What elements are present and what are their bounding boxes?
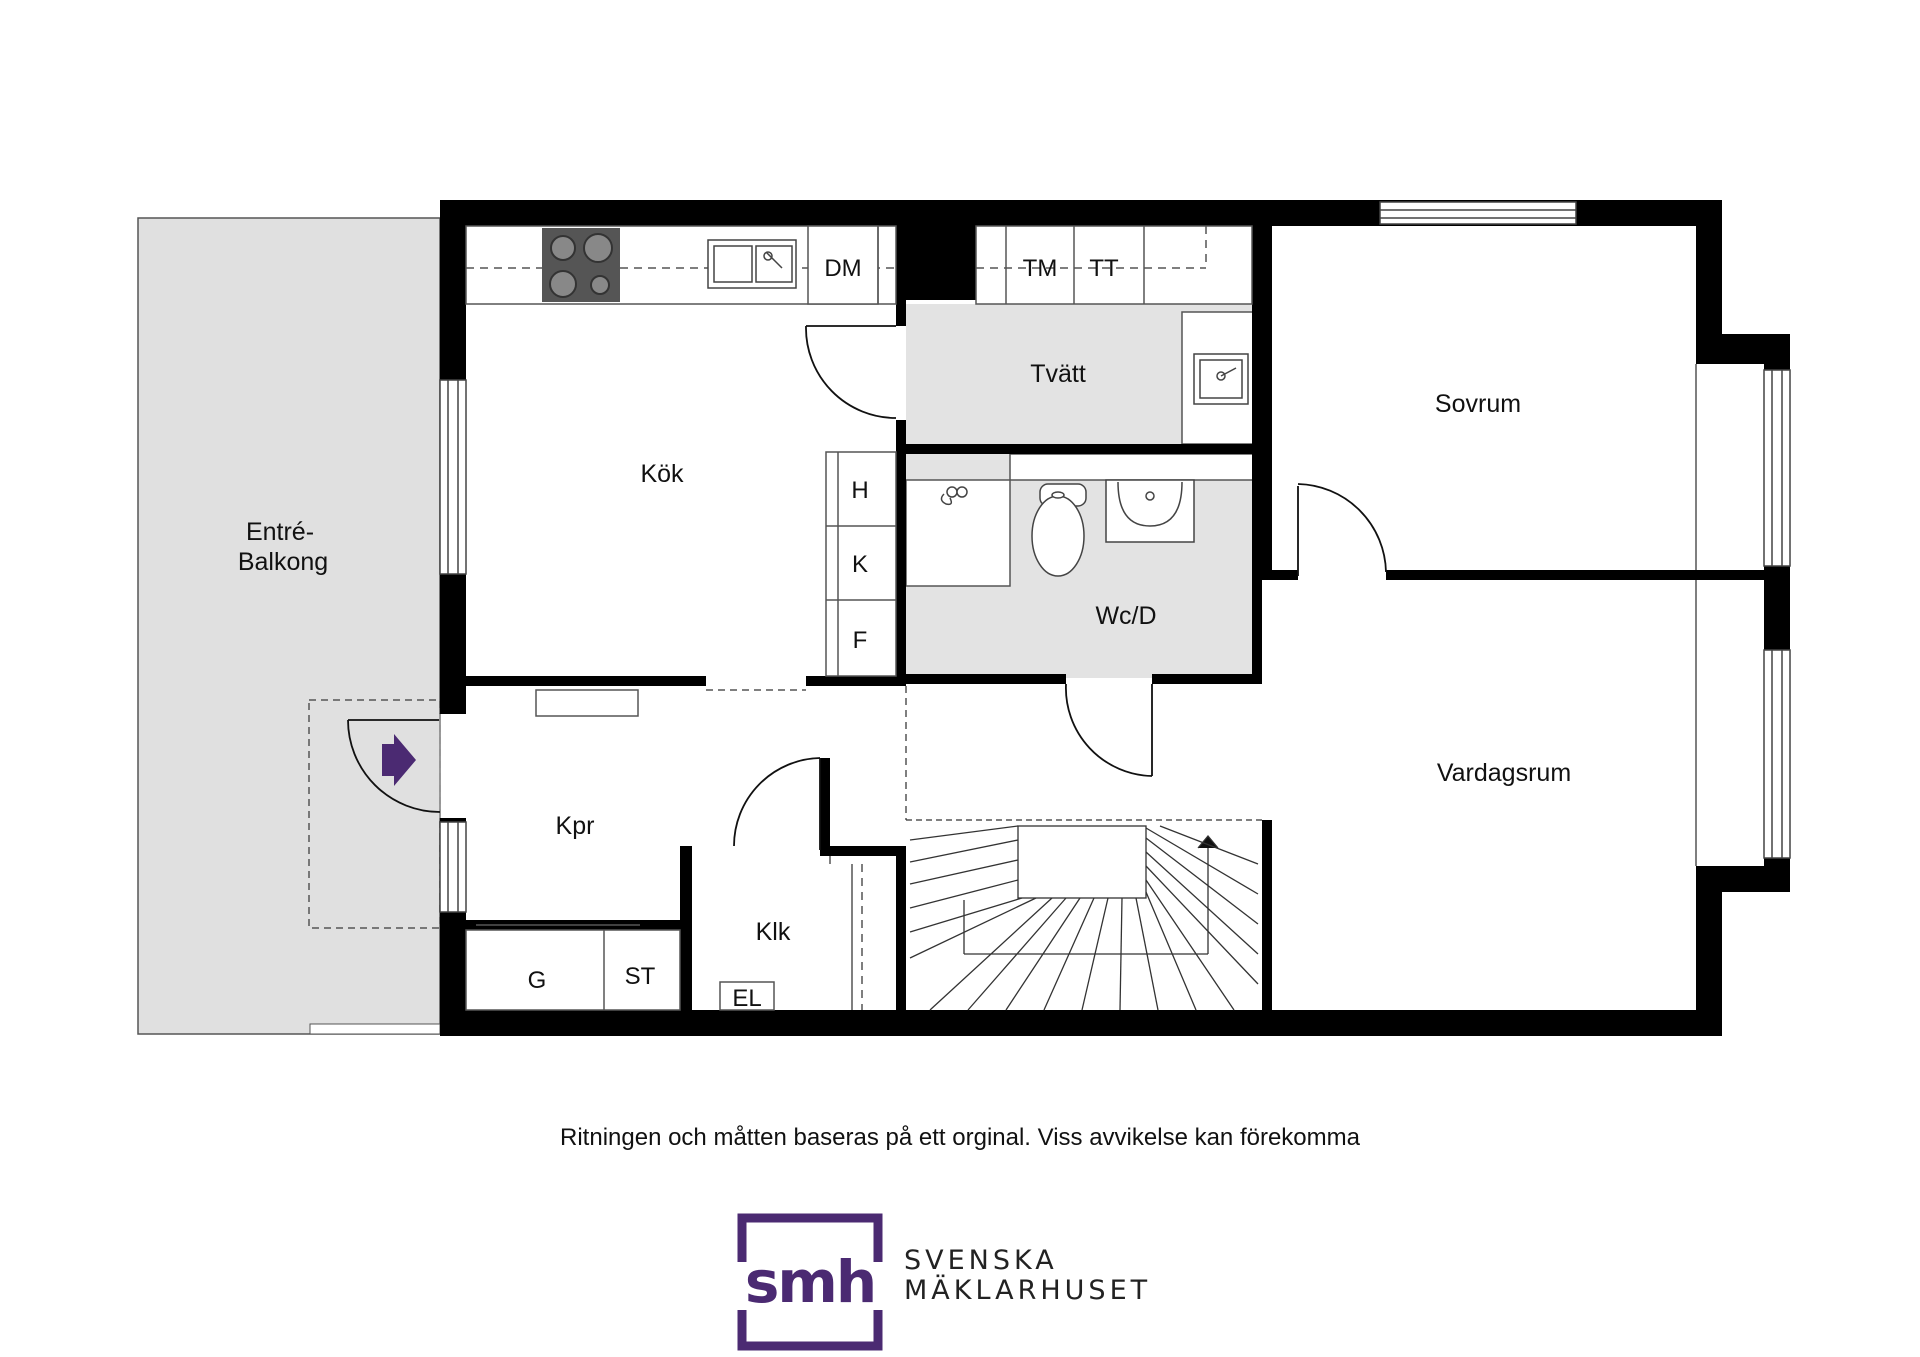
logo-mark-text: smh — [745, 1248, 875, 1316]
cabinet-hkf — [825, 451, 897, 677]
kitchen-counter — [465, 225, 897, 305]
fixture-label-tm: TM — [1023, 255, 1058, 282]
disclaimer-text: Ritningen och måtten baseras på ett orgi… — [560, 1124, 1360, 1151]
shower-area — [905, 479, 1011, 587]
openings — [706, 686, 907, 820]
room-label-entre-1: Entré- — [246, 518, 314, 546]
brand-line-1: SVENSKA — [904, 1245, 1058, 1276]
door-swings — [347, 325, 1387, 850]
fixture-label-st: ST — [625, 963, 656, 990]
fixture-label-k: K — [852, 551, 868, 578]
bay-inner — [1696, 364, 1764, 866]
stove-icon — [542, 228, 620, 302]
fixture-label-h: H — [851, 477, 868, 504]
kitchen-sink-icon — [707, 239, 797, 289]
balcony-step — [309, 1023, 441, 1035]
room-label-sovrum: Sovrum — [1435, 390, 1521, 418]
room-label-kpr: Kpr — [556, 812, 595, 840]
laundry-counter — [975, 225, 1253, 305]
wc-shelf — [1009, 453, 1263, 481]
balcony-area — [137, 217, 441, 1035]
fixture-label-el: EL — [732, 985, 761, 1012]
staircase — [906, 819, 1262, 1011]
laundry-sink-icon — [1193, 353, 1249, 405]
fixture-label-dm: DM — [824, 255, 861, 282]
windows — [439, 201, 1791, 913]
brand-name: SVENSKA MÄKLARHUSET — [904, 1246, 1151, 1306]
room-label-wcd: Wc/D — [1095, 602, 1156, 630]
toilet-icon — [1031, 483, 1087, 577]
interior-walls — [466, 226, 1764, 1010]
klk-closet — [829, 856, 863, 1010]
brand-line-2: MÄKLARHUSET — [904, 1275, 1152, 1306]
room-label-kok: Kök — [640, 460, 684, 488]
room-label-vardagsrum: Vardagsrum — [1437, 759, 1571, 787]
wash-basin-icon — [1105, 479, 1195, 543]
kpr-shelf — [535, 689, 639, 717]
room-label-klk: Klk — [756, 918, 791, 946]
room-label-tvatt: Tvätt — [1030, 360, 1086, 388]
fixture-label-g: G — [528, 967, 547, 994]
storage-g-st — [465, 924, 681, 1011]
room-label-entre-2: Balkong — [238, 548, 328, 576]
fixture-label-tt: TT — [1089, 255, 1119, 282]
fixture-label-f: F — [853, 627, 868, 654]
el-cabinet — [719, 981, 775, 1011]
shower-icon — [940, 486, 968, 506]
entry-arrow-icon — [382, 734, 416, 786]
smh-logo-icon: smh — [730, 1213, 890, 1351]
